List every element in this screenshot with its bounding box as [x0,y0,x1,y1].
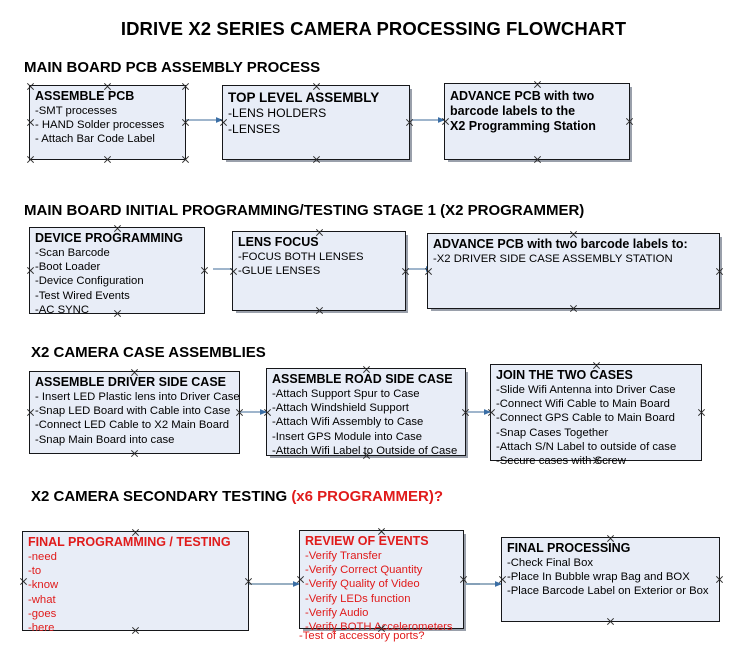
box-line: -Verify Correct Quantity [305,564,423,577]
box-title: JOIN THE TWO CASES [496,368,633,382]
box-line: -AC SYNC [35,303,89,316]
box-line: -LENSES [228,121,281,136]
box-line: -Verify LEDs function [305,592,411,605]
box-advance-pcb-programming-station[interactable]: ADVANCE PCB with two barcode labels to t… [444,83,630,160]
box-line: -X2 DRIVER SIDE CASE ASSEMBLY STATION [433,253,673,265]
box-line: -Connect GPS Cable to Main Board [496,412,675,425]
box-assemble-road-side-case[interactable]: ASSEMBLE ROAD SIDE CASE -Attach Support … [266,368,466,457]
box-line: -SMT processes [35,105,118,117]
section-heading-text: X2 CAMERA SECONDARY TESTING [31,488,292,505]
box-final-programming-testing[interactable]: FINAL PROGRAMMING / TESTING -need -to -k… [22,531,249,634]
box-line: -LENS HOLDERS [228,106,327,120]
box-line: -Check Final Box [507,557,594,569]
box-line: -Device Configuration [35,275,144,288]
box-line: -goes [28,607,57,620]
box-line-overflow-review-of-events: -Test of accessory ports? [299,630,425,642]
section-heading-main-board-pcb-assembly: MAIN BOARD PCB ASSEMBLY PROCESS [24,59,320,76]
section-heading-accent: (x6 PROGRAMMER)? [291,488,443,505]
box-title: ASSEMBLE DRIVER SIDE CASE [35,375,227,389]
box-title: REVIEW OF EVENTS [305,534,429,548]
box-title: ASSEMBLE PCB [35,89,135,103]
box-line: -Boot Loader [35,261,101,274]
section-heading-x2-camera-secondary-testing: X2 CAMERA SECONDARY TESTING (x6 PROGRAMM… [31,488,443,505]
section-heading-text: X2 CAMERA CASE ASSEMBLIES [31,344,266,361]
box-line: -FOCUS BOTH LENSES [238,251,364,263]
box-top-level-assembly[interactable]: TOP LEVEL ASSEMBLY -LENS HOLDERS -LENSES [222,85,410,160]
section-heading-text: MAIN BOARD INITIAL PROGRAMMING/TESTING S… [24,202,585,219]
box-title: ADVANCE PCB with two barcode labels to: [433,237,688,251]
box-advance-pcb-driver-side-station[interactable]: ADVANCE PCB with two barcode labels to: … [427,233,720,309]
box-line: -Verify Quality of Video [305,578,420,591]
box-line: -Snap Main Board into case [35,433,175,446]
box-final-processing[interactable]: FINAL PROCESSING -Check Final Box -Place… [501,537,720,622]
box-line: -Connect LED Cable to X2 Main Board [35,419,230,432]
box-line: -Snap LED Board with Cable into Case [35,405,231,418]
box-join-the-two-cases[interactable]: JOIN THE TWO CASES -Slide Wifi Antenna i… [490,364,702,467]
box-review-of-events[interactable]: REVIEW OF EVENTS -Verify Transfer -Verif… [299,530,464,633]
box-line: -what [28,593,56,606]
box-line: -Snap Cases Together [496,426,609,439]
box-title-line3: X2 Programming Station [450,119,596,133]
box-line: -Secure cases with Screw [496,455,626,468]
section-heading-main-board-initial-programming: MAIN BOARD INITIAL PROGRAMMING/TESTING S… [24,202,584,219]
box-line: -GLUE LENSES [238,265,321,278]
box-line: -Test Wired Events [35,289,130,302]
box-assemble-driver-side-case[interactable]: ASSEMBLE DRIVER SIDE CASE - Insert LED P… [29,371,240,454]
box-title: ASSEMBLE ROAD SIDE CASE [272,372,453,386]
box-title: FINAL PROGRAMMING / TESTING [28,535,231,549]
box-line: -here [28,622,55,635]
box-title: FINAL PROCESSING [507,541,631,555]
box-line: -Connect Wifi Cable to Main Board [496,398,670,411]
box-line: -Slide Wifi Antenna into Driver Case [496,384,676,396]
box-line: - HAND Solder processes [35,119,165,132]
box-line: -Attach Support Spur to Case [272,388,420,400]
box-assemble-pcb[interactable]: ASSEMBLE PCB -SMT processes - HAND Solde… [29,85,186,160]
box-line: -Verify Audio [305,606,369,619]
box-title: TOP LEVEL ASSEMBLY [228,90,380,105]
page-title: IDRIVE X2 SERIES CAMERA PROCESSING FLOWC… [120,18,627,39]
box-line: -Attach Windshield Support [272,402,409,415]
box-line: -Attach S/N Label to outside of case [496,440,677,453]
box-line: -Attach Wifi Label to Outside of Case [272,444,458,457]
box-line: - Insert LED Plastic lens into Driver Ca… [35,391,240,403]
box-title: LENS FOCUS [238,235,319,249]
box-line: -need [28,551,57,563]
box-line: -know [28,579,59,592]
section-heading-x2-camera-case-assemblies: X2 CAMERA CASE ASSEMBLIES [31,344,266,361]
box-device-programming[interactable]: DEVICE PROGRAMMING -Scan Barcode -Boot L… [29,227,205,316]
box-line: -Attach Wifi Assembly to Case [272,416,424,429]
box-lens-focus[interactable]: LENS FOCUS -FOCUS BOTH LENSES -GLUE LENS… [232,231,406,311]
box-title: DEVICE PROGRAMMING [35,231,183,245]
section-heading-text: MAIN BOARD PCB ASSEMBLY PROCESS [24,59,321,76]
box-line: -Verify BOTH Accelerometers [305,621,453,634]
box-line: -Scan Barcode [35,247,110,259]
box-title: ADVANCE PCB with two [450,89,595,103]
box-line: -Place Barcode Label on Exterior or Box [507,585,709,598]
box-title-line2: barcode labels to the [450,104,576,118]
box-line: -Insert GPS Module into Case [272,430,423,443]
box-line: -Verify Transfer [305,550,382,562]
box-line: -to [28,565,42,578]
box-line: -Place In Bubble wrap Bag and BOX [507,571,690,584]
box-line: - Attach Bar Code Label [35,133,155,146]
